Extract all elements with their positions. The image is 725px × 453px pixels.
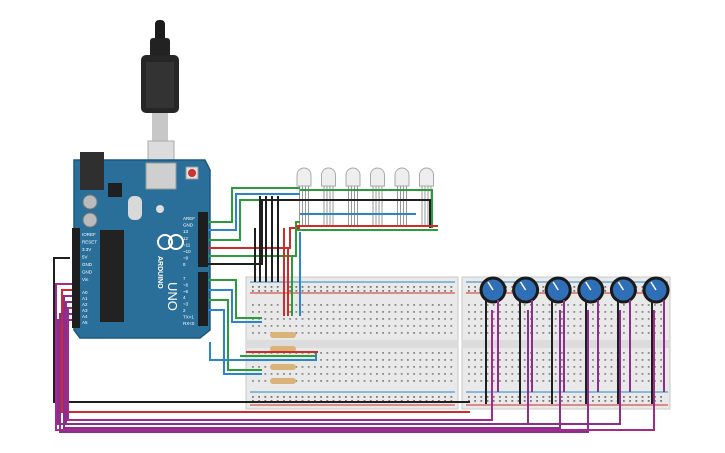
potentiometer[interactable] [609,276,637,304]
pin-label: 4 [183,295,186,300]
pin-label: A1 [82,296,88,301]
pin-label: A3 [82,308,88,313]
potentiometer[interactable] [577,276,605,304]
power-labels: IOREF RESET 3.3V 5V GND GND Vin [82,232,97,282]
pin-label: Vin [82,277,89,282]
rgb-led[interactable] [370,167,385,226]
pin-label: A4 [82,314,88,319]
resistors[interactable] [270,332,296,384]
usb-cable[interactable] [141,20,179,174]
pin-label: ~9 [183,256,189,261]
power-header [72,228,80,290]
potentiometer-row[interactable] [479,276,670,304]
potentiometer[interactable] [512,276,540,304]
atmega-chip [100,230,124,322]
pin-label: ~3 [183,302,189,307]
potentiometer[interactable] [642,276,670,304]
arduino-brand: ARDUINO [156,256,163,289]
potentiometer[interactable] [479,276,507,304]
pin-label: A5 [82,320,88,325]
pin-label: 12 [183,236,189,241]
rgb-led[interactable] [345,167,361,226]
pin-label: ~11 [183,242,191,247]
analog-header [72,288,80,328]
pin-label: GND [183,223,194,228]
pin-label: A0 [82,290,88,295]
pin-label: ~5 [183,289,189,294]
rgb-led[interactable] [394,167,410,226]
arduino-model: UNO [165,282,180,311]
pin-label: ~6 [183,282,189,287]
pin-label: ~10 [183,249,191,254]
digital-header-top [198,212,208,267]
reset-button[interactable] [188,169,196,177]
pin-label: RESET [82,240,97,245]
rgb-led[interactable] [296,167,312,226]
breadboard-left[interactable] [245,276,459,410]
pin-label: GND [82,262,93,267]
usb-port [145,162,177,190]
pin-label: IOREF [82,232,96,237]
pin-label: 3.3V [82,247,91,252]
pin-label: AREF [183,216,195,221]
pin-label: 8 [183,262,186,267]
pin-label: RX<0 [183,321,195,326]
rgb-led[interactable] [321,167,336,226]
power-jack [80,152,104,190]
pin-label: GND [82,270,93,275]
wires [53,187,665,433]
pin-label: 5V [82,255,88,260]
rgb-led-array[interactable] [296,167,434,226]
pin-label: 13 [183,229,189,234]
pin-label: A2 [82,302,88,307]
pin-label: 2 [183,308,186,313]
pin-label: TX>1 [183,314,194,319]
potentiometer[interactable] [544,276,572,304]
pin-label: 7 [183,276,186,281]
digital-header-bottom [198,272,208,326]
